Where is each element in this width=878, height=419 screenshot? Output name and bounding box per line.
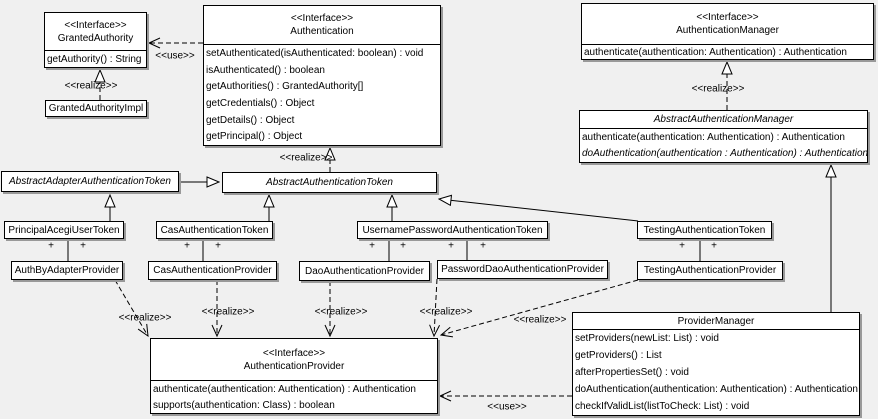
use-stereotype-label: <<use>> — [487, 401, 527, 413]
gen-testingtoken-to-abstracttoken — [439, 199, 639, 222]
class-testing-authentication-token: TestingAuthenticationToken — [637, 221, 772, 239]
class-granted-authority-impl: GrantedAuthorityImpl — [45, 100, 147, 117]
class-abstract-authentication-token: AbstractAuthenticationToken — [222, 172, 437, 193]
method: checkIfValidList(listToCheck: List) : vo… — [575, 401, 750, 412]
stereotype-label: <<Interface>> — [696, 12, 759, 23]
class-name: AbstractAdapterAuthenticationToken — [9, 176, 171, 187]
class-name: UsernamePasswordAuthenticationToken — [362, 224, 543, 236]
method: doAuthentication(authentication: Authent… — [575, 384, 858, 395]
plus-multiplicity-label: + — [369, 240, 375, 252]
plus-multiplicity-label: + — [215, 240, 221, 252]
class-name: CasAuthenticationProvider — [153, 265, 272, 276]
class-granted-authority: <<Interface>> GrantedAuthority getAuthor… — [44, 12, 147, 68]
class-auth-by-adapter-provider: AuthByAdapterProvider — [11, 261, 123, 280]
plus-multiplicity-label: + — [480, 240, 486, 252]
class-name: Authentication — [290, 26, 354, 37]
use-stereotype-label: <<use>> — [155, 50, 195, 62]
realize-stereotype-label: <<realize>> — [279, 152, 333, 164]
class-name: AuthByAdapterProvider — [14, 265, 120, 276]
plus-multiplicity-label: + — [184, 240, 190, 252]
method: setAuthenticated(isAuthenticated: boolea… — [206, 47, 424, 59]
class-name: CasAuthenticationToken — [160, 224, 269, 236]
class-abstract-adapter-authentication-token: AbstractAdapterAuthenticationToken — [1, 171, 179, 192]
realize-authbyadapter-to-authprovider — [114, 279, 149, 338]
class-name: GrantedAuthority — [57, 32, 134, 44]
class-name: TestingAuthenticationProvider — [643, 265, 777, 276]
method: getDetails() : Object — [206, 114, 295, 126]
plus-multiplicity-label: + — [711, 240, 717, 252]
class-name: DaoAuthenticationProvider — [305, 265, 424, 277]
stereotype-label: <<Interface>> — [262, 347, 326, 359]
class-title: <<Interface>> Authentication — [204, 6, 440, 44]
method: isAuthenticated() : boolean — [206, 64, 325, 76]
realize-stereotype-label: <<realize>> — [691, 83, 745, 95]
method: doAuthentication(authentication : Authen… — [582, 148, 867, 160]
method: getPrincipal() : Object — [206, 131, 303, 143]
method: authenticate(authentication: Authenticat… — [584, 46, 847, 58]
plus-multiplicity-label: + — [80, 240, 86, 252]
class-authentication-manager: <<Interface>> AuthenticationManager auth… — [581, 3, 874, 60]
method: getCredentials() : Object — [206, 97, 315, 109]
method: afterPropertiesSet() : void — [575, 367, 689, 378]
class-password-dao-authentication-provider: PasswordDaoAuthenticationProvider — [437, 260, 608, 279]
class-name: AbstractAuthenticationManager — [653, 114, 794, 125]
class-name: PrincipalAcegiUserToken — [8, 224, 120, 236]
class-title: <<Interface>> AuthenticationProvider — [151, 339, 437, 380]
class-title: AbstractAuthenticationManager — [580, 111, 867, 128]
method: authenticate(authentication: Authenticat… — [153, 383, 416, 395]
class-authentication-provider: <<Interface>> AuthenticationProvider aut… — [150, 338, 438, 414]
method: setProviders(newList: List) : void — [575, 333, 719, 344]
class-name: AuthenticationManager — [676, 25, 779, 36]
class-title: <<Interface>> GrantedAuthority — [45, 13, 146, 50]
plus-multiplicity-label: + — [48, 240, 54, 252]
realize-stereotype-label: <<realize>> — [64, 80, 118, 92]
class-name: AbstractAuthenticationToken — [266, 177, 393, 188]
class-username-password-authentication-token: UsernamePasswordAuthenticationToken — [357, 221, 548, 239]
class-cas-authentication-token: CasAuthenticationToken — [156, 221, 273, 239]
realize-stereotype-label: <<realize>> — [201, 306, 255, 318]
realize-stereotype-label: <<realize>> — [314, 306, 368, 318]
class-title: <<Interface>> AuthenticationManager — [582, 4, 873, 44]
method: getAuthority() : String — [47, 53, 142, 65]
realize-stereotype-label: <<realize>> — [118, 312, 172, 324]
class-cas-authentication-provider: CasAuthenticationProvider — [148, 261, 277, 280]
class-abstract-authentication-manager: AbstractAuthenticationManager authentica… — [579, 110, 868, 163]
stereotype-label: <<Interface>> — [64, 19, 127, 31]
class-dao-authentication-provider: DaoAuthenticationProvider — [299, 261, 430, 281]
realize-stereotype-label: <<realize>> — [513, 314, 567, 326]
class-provider-manager: ProviderManager setProviders(newList: Li… — [572, 312, 860, 416]
class-name: PasswordDaoAuthenticationProvider — [441, 264, 604, 275]
method: getAuthorities() : GrantedAuthority[] — [206, 81, 364, 93]
class-title: ProviderManager — [573, 313, 859, 329]
plus-multiplicity-label: + — [400, 240, 406, 252]
method: authenticate(authentication: Authenticat… — [582, 131, 845, 143]
class-name: ProviderManager — [677, 315, 755, 327]
class-name: GrantedAuthorityImpl — [48, 103, 144, 114]
class-name: AuthenticationProvider — [243, 360, 345, 372]
stereotype-label: <<Interface>> — [290, 13, 354, 24]
plus-multiplicity-label: + — [679, 240, 685, 252]
class-testing-authentication-provider: TestingAuthenticationProvider — [637, 261, 783, 280]
class-name: TestingAuthenticationToken — [643, 224, 766, 236]
class-authentication: <<Interface>> Authentication setAuthenti… — [203, 5, 441, 146]
realize-stereotype-label: <<realize>> — [419, 306, 473, 318]
method: getProviders() : List — [575, 350, 662, 361]
class-principal-acegi-user-token: PrincipalAcegiUserToken — [4, 221, 124, 239]
plus-multiplicity-label: + — [448, 240, 454, 252]
method: supports(authentication: Class) : boolea… — [153, 399, 335, 411]
